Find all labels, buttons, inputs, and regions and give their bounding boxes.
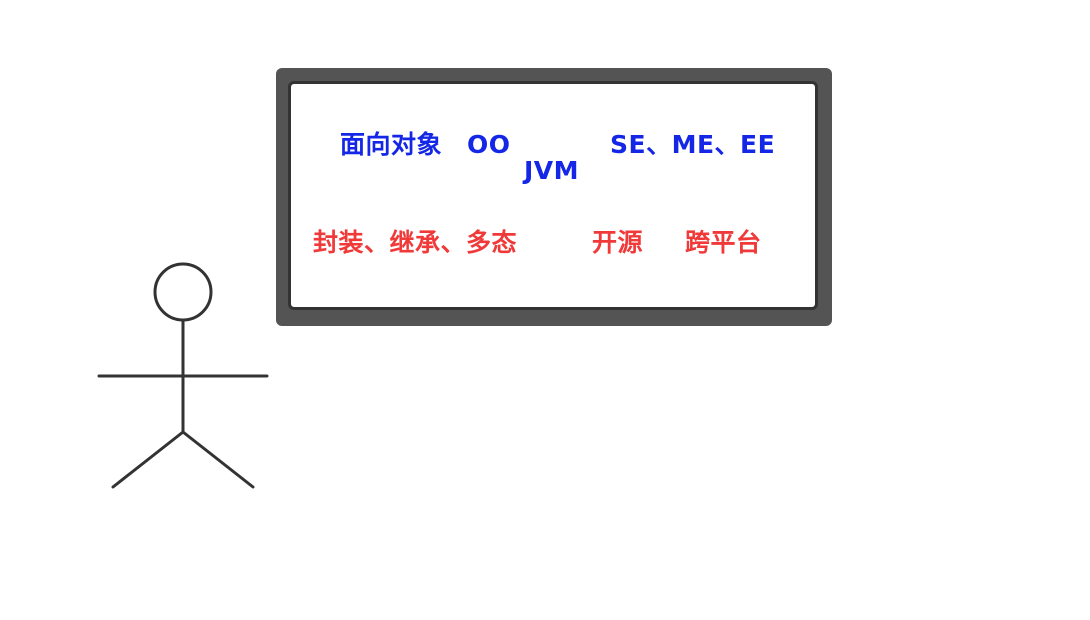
term-editions: SE、ME、EE bbox=[610, 130, 776, 159]
term-oo: OO bbox=[467, 130, 511, 159]
blackboard bbox=[276, 68, 832, 326]
term-features: 封装、继承、多态 bbox=[313, 228, 518, 257]
term-oop: 面向对象 bbox=[340, 130, 443, 159]
figure-head bbox=[153, 262, 213, 322]
blackboard-surface bbox=[288, 81, 818, 310]
term-open-source: 开源 bbox=[592, 228, 644, 257]
term-jvm: JVM bbox=[524, 156, 580, 185]
term-cross-platform: 跨平台 bbox=[685, 228, 762, 257]
figure-left-leg bbox=[111, 430, 185, 489]
figure-right-leg bbox=[181, 430, 255, 489]
